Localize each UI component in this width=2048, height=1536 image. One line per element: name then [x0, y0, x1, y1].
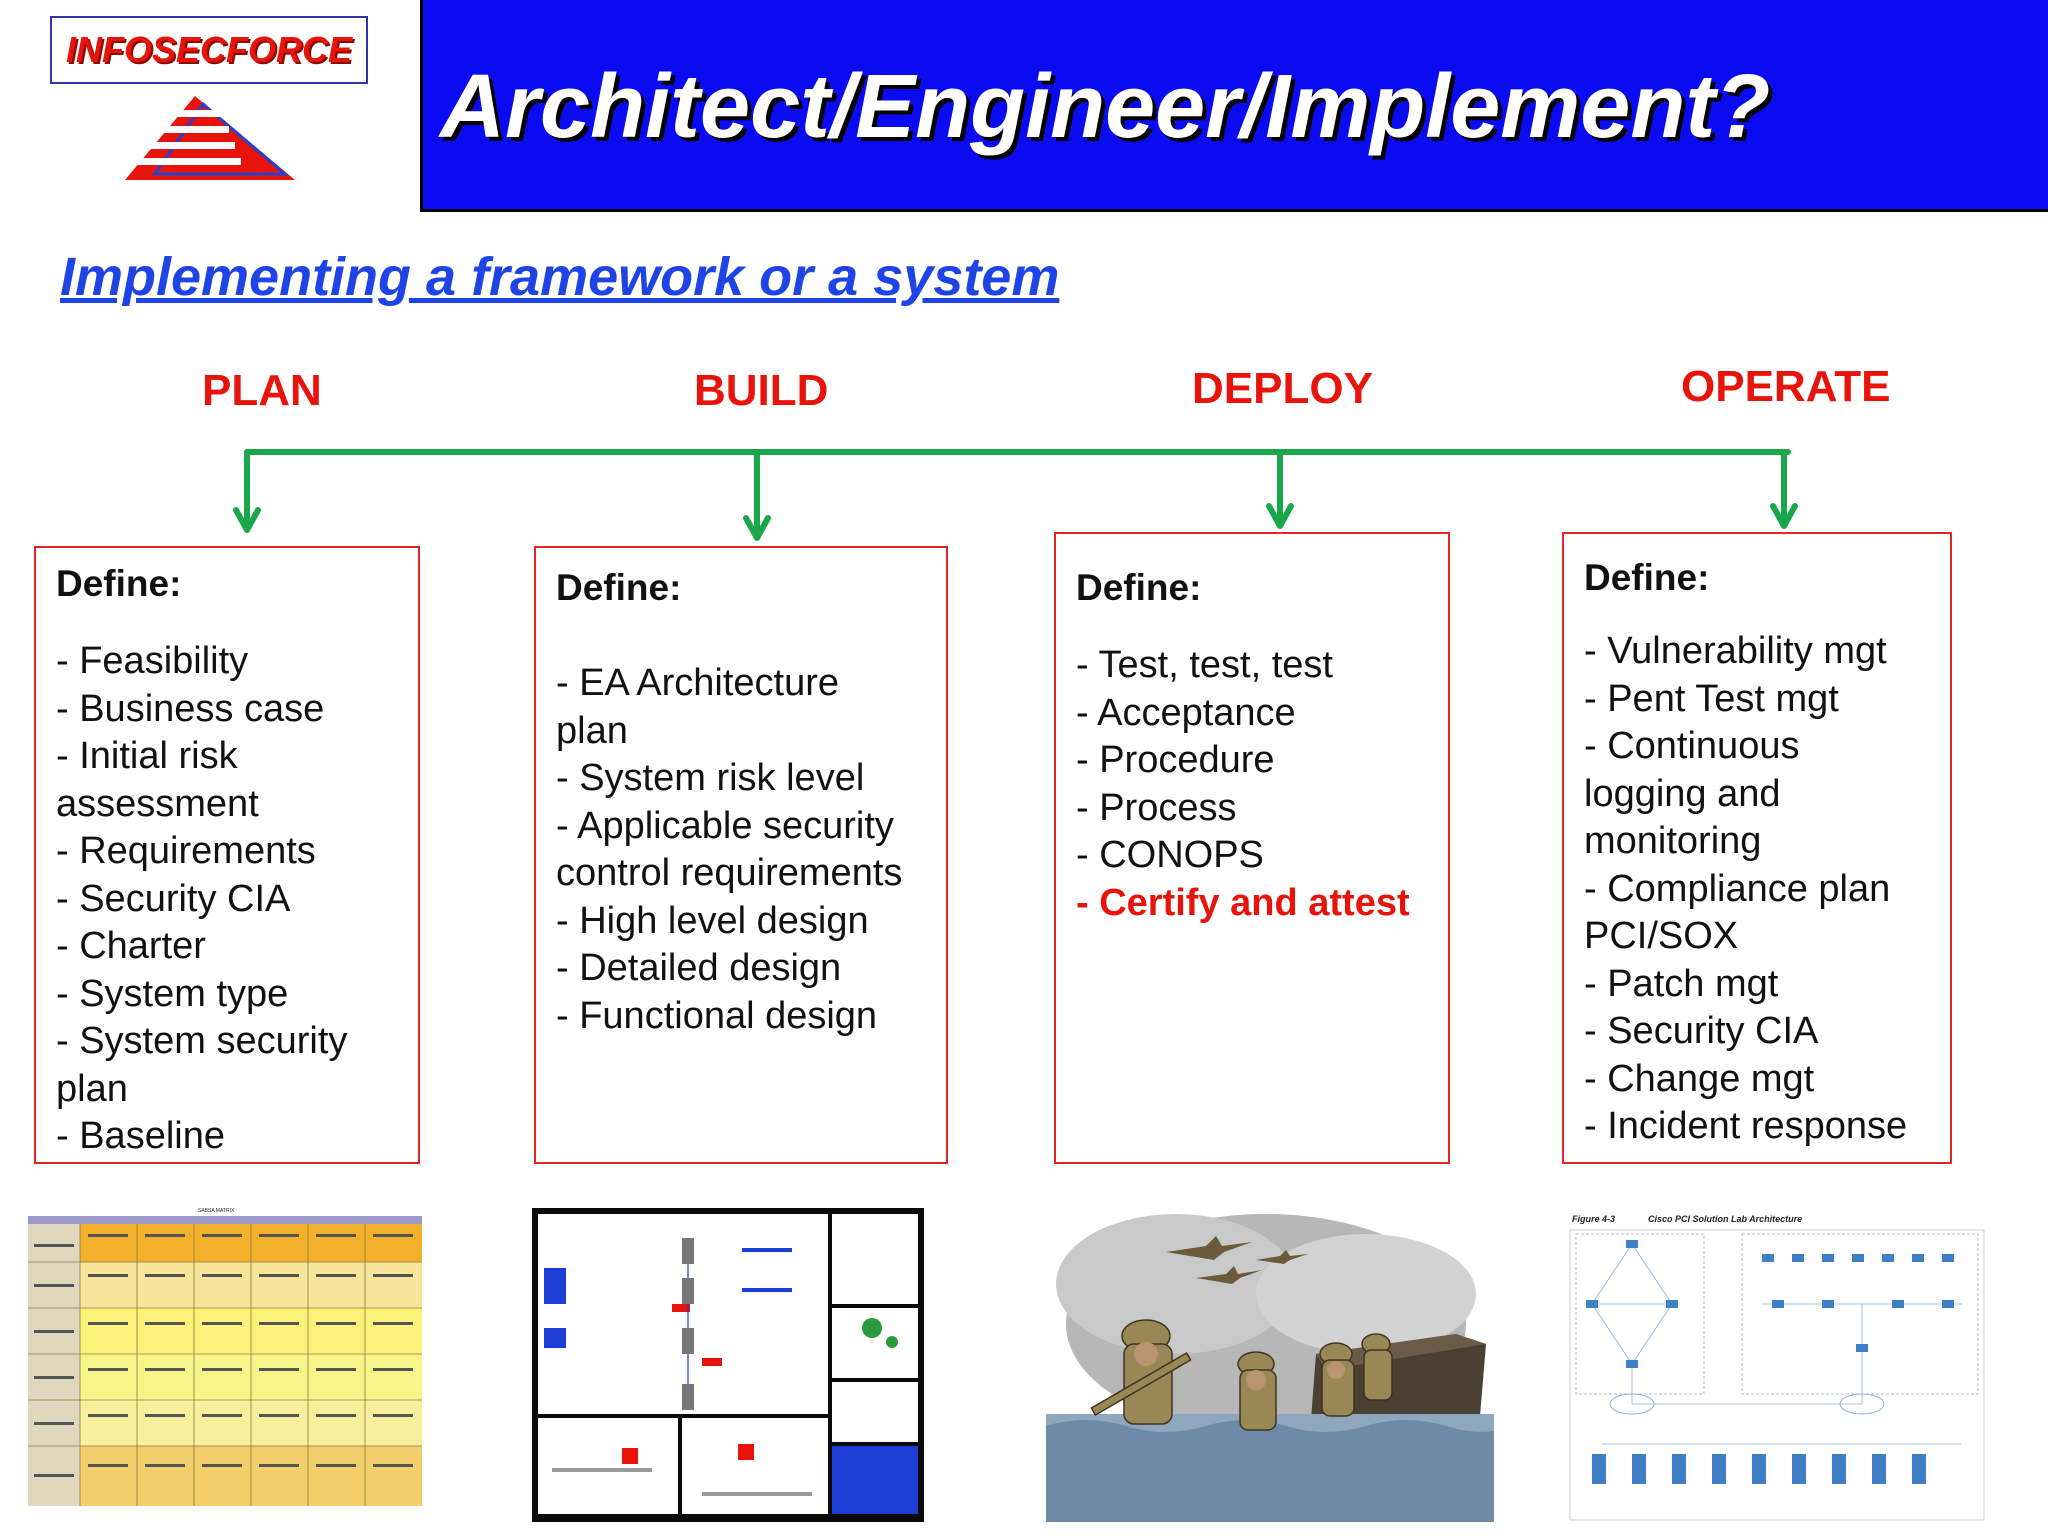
- logo-box: INFOSECFORCE: [50, 16, 368, 84]
- list-item: - Acceptance: [1076, 691, 1296, 734]
- card-operate-define: Define:: [1584, 557, 1710, 598]
- list-item: plan: [56, 1067, 128, 1110]
- architecture-diagram-image: [532, 1208, 924, 1522]
- list-item: - Feasibility: [56, 640, 249, 682]
- list-item: PCI/SOX: [1584, 915, 1739, 957]
- list-item: logging and: [1584, 772, 1781, 815]
- pci-figure-caption: Figure 4-3: [1572, 1214, 1615, 1224]
- card-deploy-items: - Test, test, test - Acceptance - Proced…: [1076, 642, 1428, 927]
- phase-label-build: BUILD: [694, 366, 829, 415]
- list-item: - Procedure: [1076, 739, 1275, 781]
- list-item: - Patch mgt: [1584, 962, 1779, 1005]
- list-item: plan: [556, 709, 628, 752]
- list-item: - System risk level: [556, 757, 865, 799]
- list-item: - System type: [56, 972, 289, 1015]
- list-item: - Security CIA: [56, 877, 291, 920]
- logo-pyramid-icon: [125, 96, 295, 180]
- card-build-items: - EA Architecture plan - System risk lev…: [556, 660, 926, 1040]
- list-item: - Detailed design: [556, 947, 842, 989]
- card-build-define: Define:: [556, 567, 682, 608]
- list-item: monitoring: [1584, 820, 1762, 862]
- sabsa-matrix-title: SABSA MATRIX: [198, 1208, 235, 1214]
- phase-label-deploy: DEPLOY: [1192, 364, 1373, 413]
- card-plan: Define: - Feasibility - Business case - …: [34, 546, 420, 1164]
- list-item: - Test, test, test: [1076, 644, 1333, 686]
- list-item: control requirements: [556, 852, 903, 894]
- list-item: - Compliance plan: [1584, 867, 1891, 910]
- list-item: - Incident response: [1584, 1105, 1908, 1147]
- card-plan-define: Define:: [56, 563, 182, 604]
- pci-figure-heading: Cisco PCI Solution Lab Architecture: [1648, 1214, 1802, 1224]
- card-deploy: Define: - Test, test, test - Acceptance …: [1054, 532, 1450, 1164]
- card-deploy-define: Define:: [1076, 567, 1202, 608]
- list-item: assessment: [56, 782, 259, 825]
- phase-label-operate: OPERATE: [1681, 362, 1891, 411]
- sabsa-matrix-image: SABSA MATRIX: [28, 1204, 422, 1510]
- list-item: - Requirements: [56, 830, 316, 872]
- logo-text: INFOSECFORCE: [65, 29, 352, 70]
- list-item: - Security CIA: [1584, 1010, 1819, 1052]
- card-operate-items: - Vulnerability mgt - Pent Test mgt - Co…: [1584, 628, 1930, 1151]
- phase-label-plan: PLAN: [202, 366, 322, 415]
- list-item: - Initial risk: [56, 735, 238, 777]
- page-subtitle: Implementing a framework or a system: [60, 247, 1060, 307]
- list-item: - Applicable security: [556, 804, 894, 847]
- list-item: - Process: [1076, 786, 1237, 829]
- list-item: - System security: [56, 1020, 348, 1062]
- list-item: - Vulnerability mgt: [1584, 630, 1887, 672]
- list-item: - EA Architecture: [556, 662, 840, 704]
- list-item: - Baseline: [56, 1115, 225, 1157]
- title-bar: [420, 0, 2048, 212]
- network-diagram-image: Figure 4-3 Cisco PCI Solution Lab Archit…: [1562, 1204, 1992, 1526]
- list-item: - Charter: [56, 925, 206, 967]
- page-title: Architect/Engineer/Implement?: [440, 57, 1771, 157]
- list-item-highlight: - Certify and attest: [1076, 881, 1410, 924]
- list-item: - Business case: [56, 687, 325, 730]
- list-item: - High level design: [556, 899, 869, 942]
- card-build: Define: - EA Architecture plan - System …: [534, 546, 948, 1164]
- list-item: - Change mgt: [1584, 1057, 1815, 1100]
- list-item: - Continuous: [1584, 725, 1800, 767]
- list-item: - Functional design: [556, 994, 878, 1037]
- list-item: - Pent Test mgt: [1584, 677, 1839, 720]
- list-item: - CONOPS: [1076, 834, 1264, 876]
- soldiers-landing-clipart: [1046, 1204, 1494, 1522]
- card-operate: Define: - Vulnerability mgt - Pent Test …: [1562, 532, 1952, 1164]
- card-plan-items: - Feasibility - Business case - Initial …: [56, 638, 398, 1161]
